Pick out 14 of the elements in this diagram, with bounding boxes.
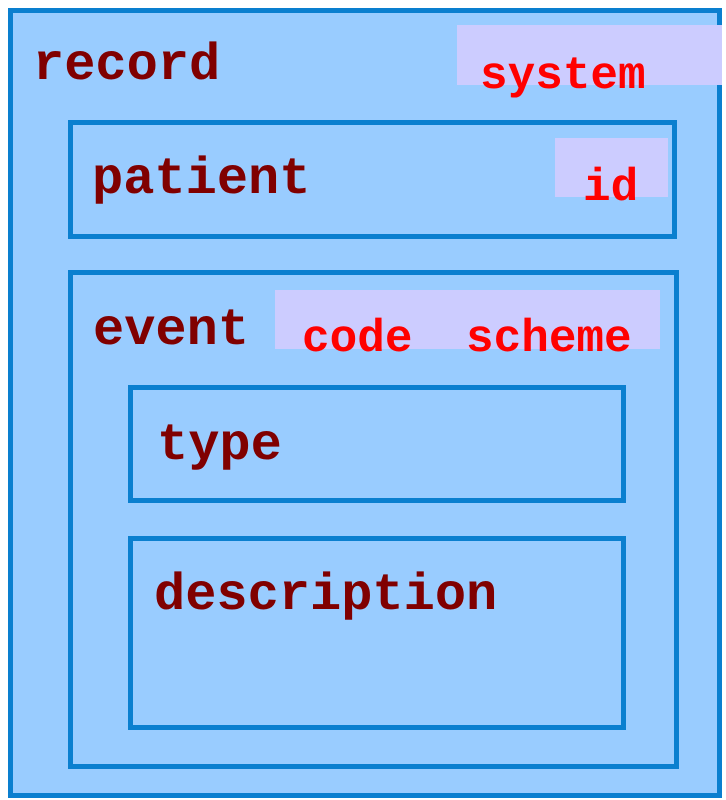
element-box <box>128 385 626 503</box>
element-name: description <box>154 570 498 622</box>
element-name: event <box>93 305 250 357</box>
attribute-name: system <box>480 53 646 99</box>
attribute-name: id <box>583 165 638 211</box>
element-name: type <box>157 420 282 472</box>
element-name: patient <box>92 154 310 206</box>
attribute-name: scheme <box>466 316 632 362</box>
element-box <box>68 120 677 239</box>
element-box <box>8 8 722 798</box>
element-box <box>68 270 679 769</box>
attribute-name: code <box>302 316 412 362</box>
element-box <box>128 536 626 730</box>
element-name: record <box>33 40 220 92</box>
